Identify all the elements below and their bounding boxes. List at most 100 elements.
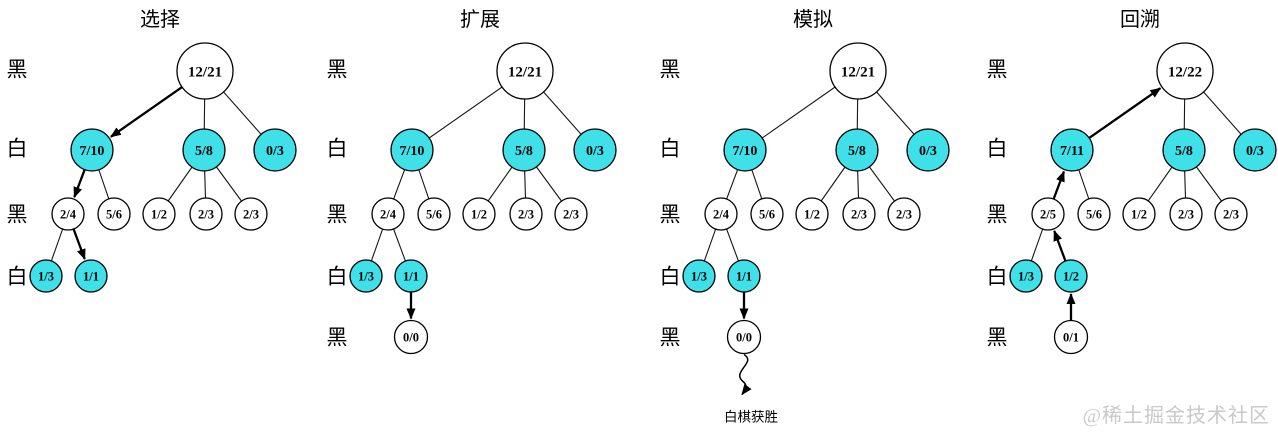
node-value: 7/10 <box>400 144 425 159</box>
node-value: 0/1 <box>1063 330 1079 344</box>
tree-node-b2: 2/3 <box>509 197 543 231</box>
node-value: 1/3 <box>691 269 707 283</box>
tree-node-aa1: 1/3 <box>349 259 383 293</box>
highlighted-node-circle <box>502 128 546 172</box>
tree-node-c: 0/3 <box>906 128 950 172</box>
row-label-backpropagation-0: 黑 <box>987 57 1008 81</box>
row-label-selection-3: 白 <box>7 264 28 288</box>
tree-node-aa2: 1/2 <box>1054 259 1088 293</box>
node-circle <box>1122 197 1156 231</box>
node-value: 2/3 <box>198 207 214 221</box>
row-label-expansion-4: 黑 <box>327 325 348 349</box>
node-circle <box>51 197 85 231</box>
tree-node-x: 0/0 <box>726 319 762 355</box>
node-value: 5/8 <box>195 144 213 159</box>
node-value: 1/2 <box>804 207 820 221</box>
traversal-arrow <box>110 86 183 138</box>
node-circle <box>462 197 496 231</box>
highlighted-node-circle <box>835 128 879 172</box>
node-circle <box>1156 42 1214 100</box>
node-circle <box>393 319 429 355</box>
node-value: 1/2 <box>1131 207 1147 221</box>
tree-node-x: 0/0 <box>393 319 429 355</box>
node-value: 2/3 <box>1223 207 1239 221</box>
highlighted-node-circle <box>573 128 617 172</box>
node-circle <box>189 197 223 231</box>
tree-node-a2: 5/6 <box>417 197 451 231</box>
tree-node-a: 7/10 <box>70 128 114 172</box>
tree-node-b2: 2/3 <box>189 197 223 231</box>
node-value: 0/3 <box>1246 144 1264 159</box>
node-value: 5/6 <box>1086 207 1102 221</box>
node-circle <box>750 197 784 231</box>
highlighted-node-circle <box>394 259 428 293</box>
node-value: 2/4 <box>380 207 397 221</box>
node-value: 12/22 <box>1168 64 1202 80</box>
node-value: 5/8 <box>515 144 533 159</box>
node-value: 1/3 <box>38 269 54 283</box>
tree-node-b1: 1/2 <box>795 197 829 231</box>
tree-node-a: 7/10 <box>723 128 767 172</box>
node-value: 2/3 <box>1178 207 1194 221</box>
node-circle <box>1053 319 1089 355</box>
tree-node-x: 0/1 <box>1053 319 1089 355</box>
node-value: 2/3 <box>563 207 579 221</box>
node-value: 7/10 <box>80 144 105 159</box>
row-label-backpropagation-2: 黑 <box>987 202 1008 226</box>
highlighted-node-circle <box>906 128 950 172</box>
node-value: 5/6 <box>759 207 775 221</box>
node-circle <box>1031 197 1065 231</box>
tree-node-b1: 1/2 <box>462 197 496 231</box>
node-circle <box>1077 197 1111 231</box>
row-label-backpropagation-4: 黑 <box>987 325 1008 349</box>
tree-node-a: 7/11 <box>1050 128 1094 172</box>
row-label-simulation-3: 白 <box>660 264 681 288</box>
tree-node-b1: 1/2 <box>142 197 176 231</box>
traversal-arrow <box>72 228 86 261</box>
tree-node-a1: 2/5 <box>1031 197 1065 231</box>
highlighted-node-circle <box>349 259 383 293</box>
node-circle <box>829 42 887 100</box>
node-value: 5/8 <box>1175 144 1193 159</box>
tree-node-a1: 2/4 <box>51 197 85 231</box>
node-circle <box>176 42 234 100</box>
highlighted-node-circle <box>74 259 108 293</box>
row-label-selection-2: 黑 <box>7 202 28 226</box>
row-label-expansion-2: 黑 <box>327 202 348 226</box>
traversal-arrow <box>1088 87 1162 139</box>
tree-node-b: 5/8 <box>835 128 879 172</box>
row-label-backpropagation-1: 白 <box>987 136 1008 160</box>
node-circle <box>97 197 131 231</box>
node-circle <box>509 197 543 231</box>
panel-title-expansion: 扩展 <box>460 8 500 31</box>
highlighted-node-circle <box>1009 259 1043 293</box>
tree-node-b2: 2/3 <box>1169 197 1203 231</box>
node-value: 12/21 <box>841 64 875 80</box>
simulation-wavy-arrow <box>739 353 752 396</box>
node-circle <box>795 197 829 231</box>
node-circle <box>142 197 176 231</box>
node-value: 1/1 <box>736 269 752 283</box>
node-circle <box>842 197 876 231</box>
watermark: @稀土掘金技术社区 <box>1082 405 1270 427</box>
node-value: 1/2 <box>471 207 487 221</box>
node-circle <box>704 197 738 231</box>
traversal-arrow <box>1053 229 1067 262</box>
row-label-expansion-3: 白 <box>327 264 348 288</box>
tree-node-b: 5/8 <box>182 128 226 172</box>
node-value: 12/21 <box>508 64 542 80</box>
node-circle <box>554 197 588 231</box>
tree-node-root: 12/21 <box>496 42 554 100</box>
tree-node-a1: 2/4 <box>704 197 738 231</box>
highlighted-node-circle <box>682 259 716 293</box>
node-value: 5/6 <box>426 207 442 221</box>
node-value: 0/3 <box>919 144 937 159</box>
tree-node-c: 0/3 <box>1233 128 1277 172</box>
node-value: 0/0 <box>403 330 419 344</box>
tree-node-a2: 5/6 <box>750 197 784 231</box>
